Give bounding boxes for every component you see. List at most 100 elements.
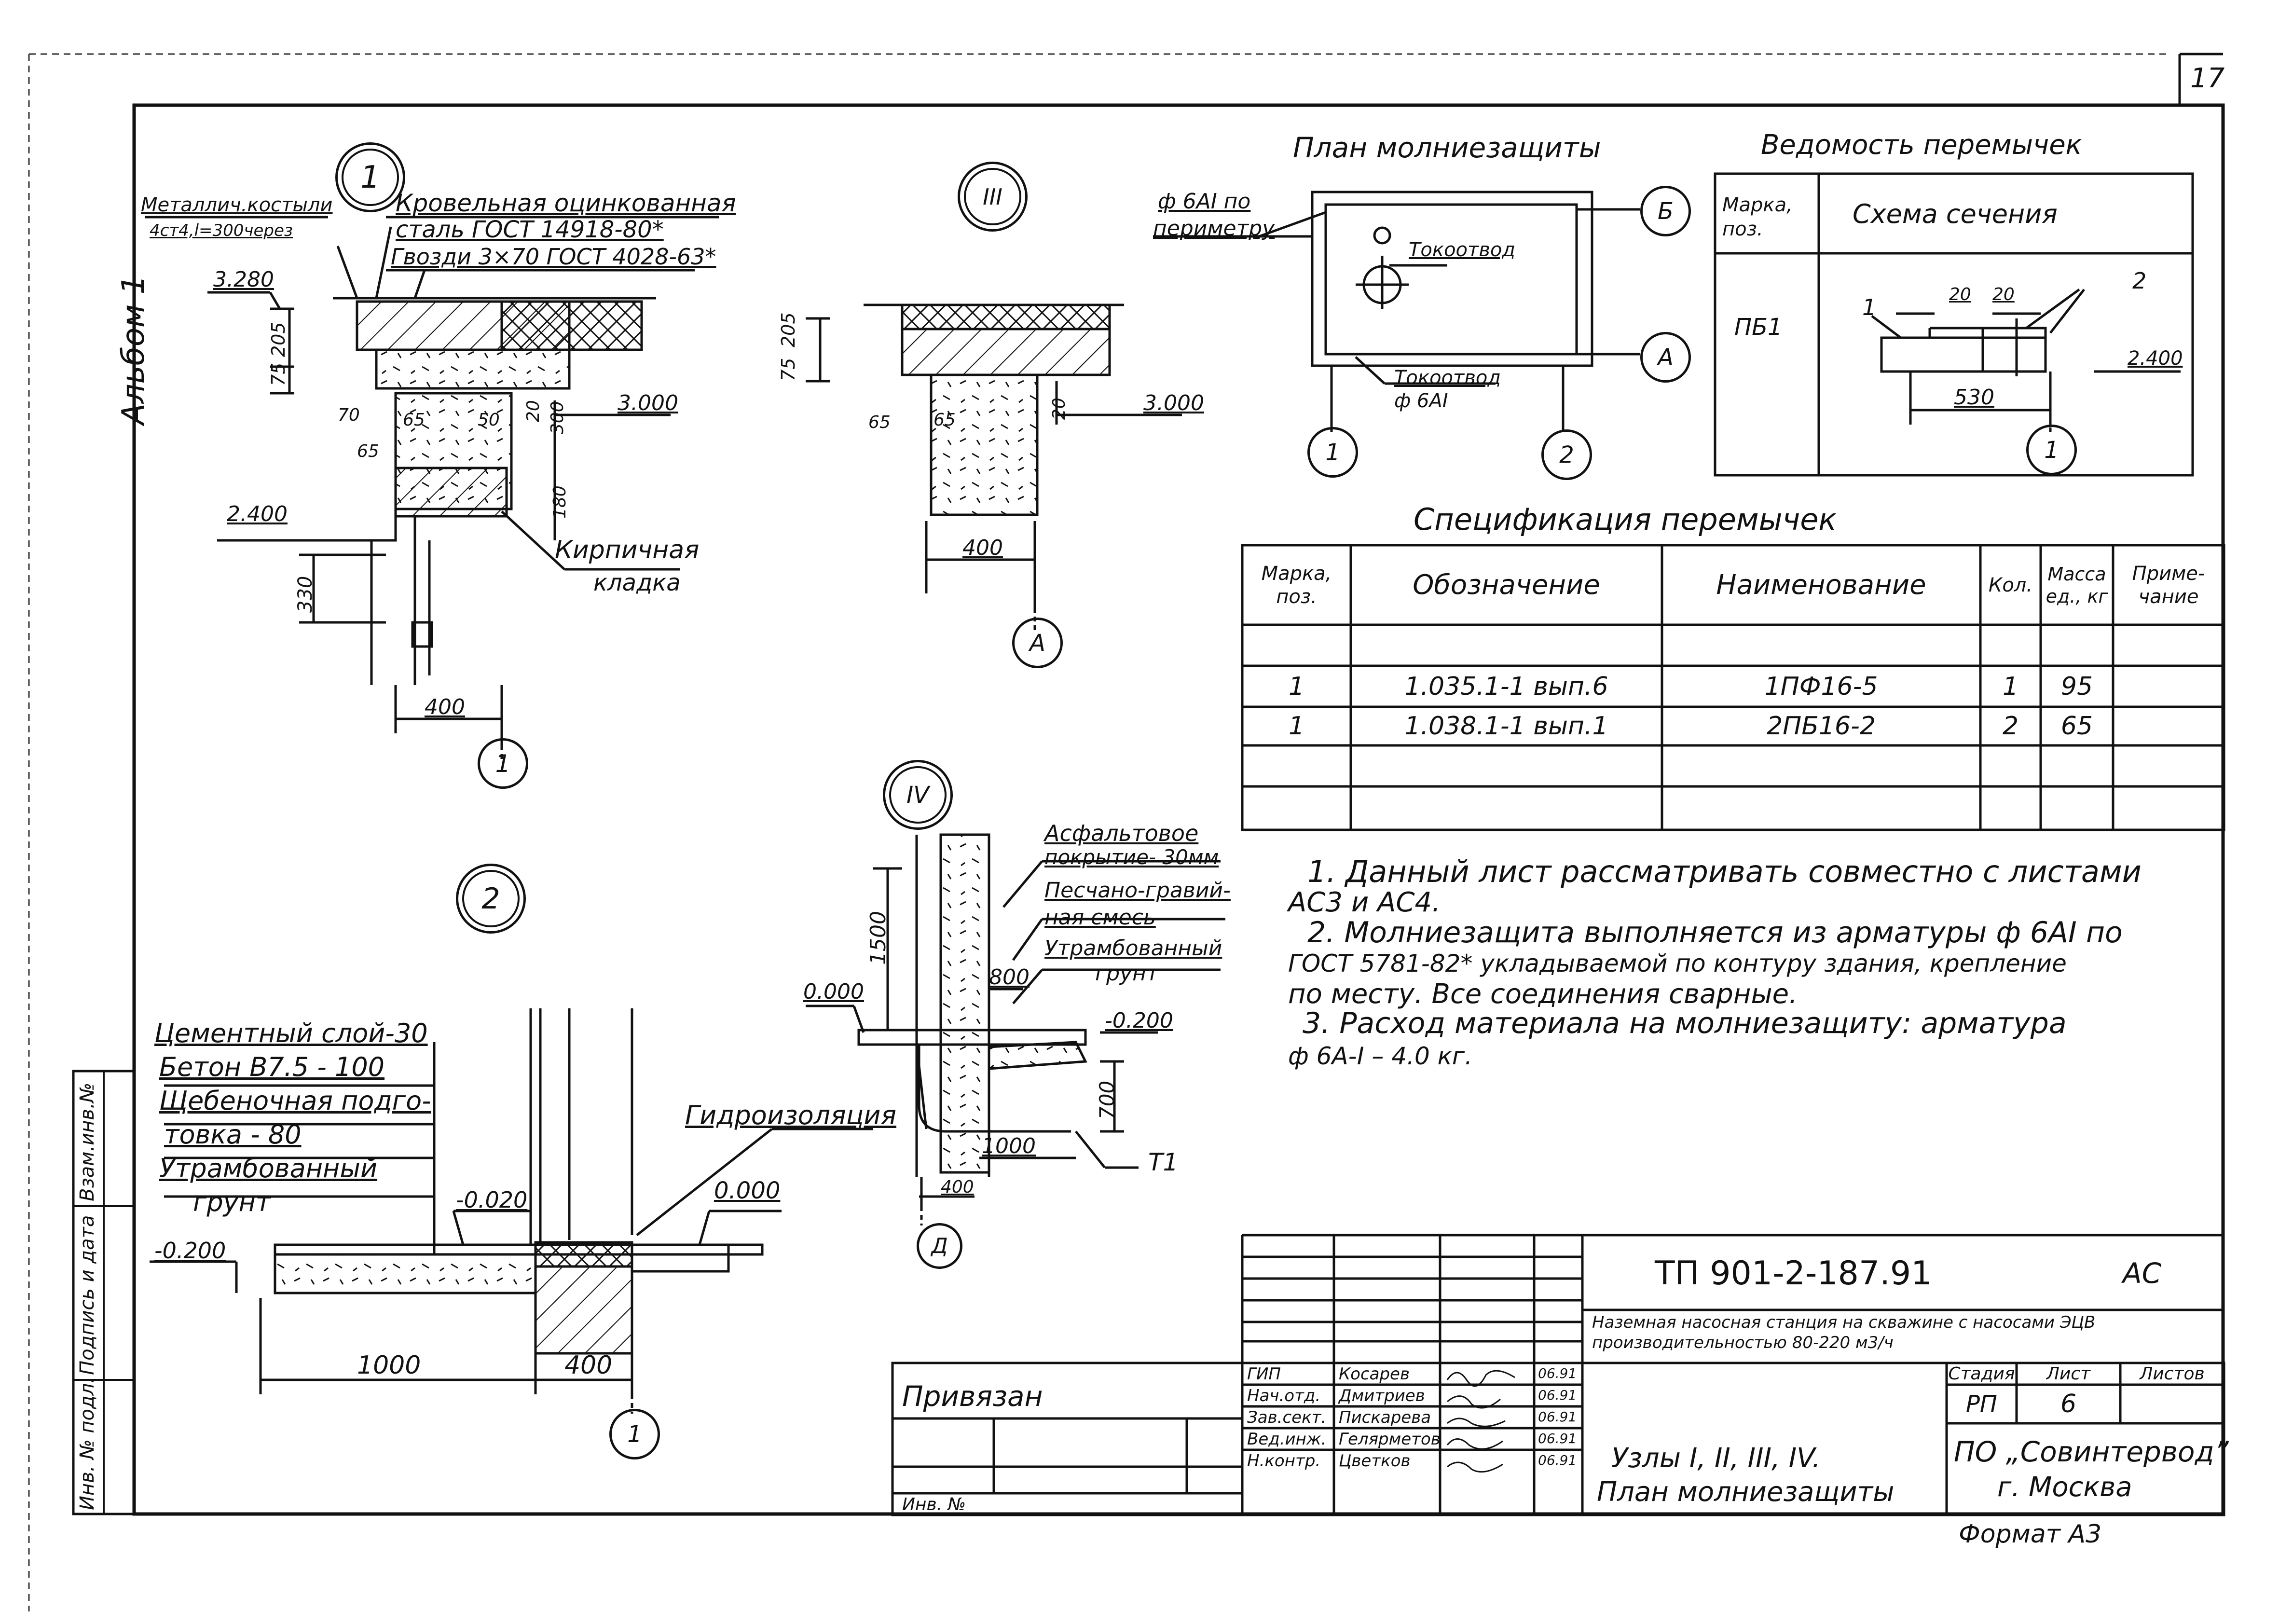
note-line-2: АС3 и АС4. [1288,887,1441,918]
node1-dim-300: 300 [548,401,567,434]
node1-dim-65a: 65 [403,410,425,430]
node3-dim-75: 75 [778,358,799,381]
spec-r1-designation: 1.035.1-1 вып.6 [1404,672,1608,701]
spec-r1-qty: 1 [2002,672,2019,701]
node1-dim-70: 70 [338,405,360,425]
tb-stage-label: Стадия [1948,1364,2015,1384]
spec-r2-designation: 1.038.1-1 вып.1 [1404,712,1608,741]
node4-dim-700: 700 [1095,1080,1119,1119]
stamp-sign-date: Подпись и дата [76,1215,98,1375]
node4-dim-400: 400 [941,1177,974,1197]
note-line-1: 1. Данный лист рассматривать совместно с… [1307,854,2142,889]
node4-elev-000: 0.000 [803,979,864,1004]
node1-label-brick2: кладка [593,569,681,596]
node4-dim-800: 800 [989,965,1030,990]
spec-title: Спецификация перемычек [1414,502,1837,537]
node3-dim-205: 205 [778,312,799,347]
tb-sheet: 6 [2060,1390,2077,1418]
plan-downlead2: Токоотвод [1394,367,1501,389]
spec-h-note: Приме- чание [2132,562,2205,608]
plan-note1: ф 6АI по [1158,189,1251,214]
node4-layer-2: покрытие- 30мм [1044,845,1219,869]
node1-label-roof2: сталь ГОСТ 14918-80* [396,216,664,243]
tb-section: АС [2123,1257,2162,1290]
node4-axis: Д [917,1223,962,1269]
node2-layer-5: Утрамбованный [159,1153,378,1184]
tb-name-2: Дмитриев [1339,1386,1425,1405]
tb-role-5: Н.контр. [1247,1451,1321,1471]
plan-downlead: Токоотвод [1409,239,1516,261]
node-4-marker: IV [883,760,953,830]
lintel-dim-20a: 20 [1949,285,1971,304]
node3-dim-65b: 65 [934,410,956,430]
lintel-list-title: Ведомость перемычек [1761,129,2082,161]
spec-h-qty: Кол. [1988,574,2033,596]
node2-dim-1000: 1000 [357,1351,421,1380]
node-2-marker: 2 [456,864,526,934]
node2-layer-3: Щебеночная подго- [159,1086,431,1116]
node2-layer-4: товка - 80 [164,1119,302,1150]
plan-note2: периметру [1153,216,1275,241]
spec-h-mark: Марка, поз. [1261,562,1332,608]
spec-r2-qty: 2 [2002,712,2019,741]
tb-inv-no: Инв. № [902,1495,966,1514]
spec-r1-mass: 95 [2060,672,2093,701]
tb-name-1: Косарев [1339,1364,1410,1384]
tb-name-4: Гелярметов [1339,1430,1441,1449]
note-line-5: по месту. Все соединения сварные. [1288,978,1798,1010]
tb-date-1: 06.91 [1538,1365,1577,1381]
node1-dim-75: 75 [268,362,289,386]
stamp-replace-inv: Взам.инв.№ [76,1082,98,1201]
node2-axis: 1 [609,1409,660,1459]
tb-role-4: Вед.инж. [1247,1430,1327,1449]
tb-date-2: 06.91 [1538,1387,1577,1403]
node4-elev-m200: -0.200 [1105,1008,1173,1033]
lintel-callout-2: 2 [2132,268,2147,294]
note-line-6: 3. Расход материала на молниезащиту: арм… [1303,1006,2067,1040]
spec-h-designation: Обозначение [1413,569,1600,601]
note-line-7: ф 6А-I – 4.0 кг. [1288,1042,1473,1070]
plan-axis-1: 1 [1307,427,1358,478]
lintel-mark: ПБ1 [1734,314,1783,341]
note-line-3: 2. Молниезащита выполняется из арматуры … [1307,916,2123,950]
spec-h-name: Наименование [1716,569,1926,601]
node4-label-t1: Т1 [1148,1148,1179,1176]
tb-date-4: 06.91 [1538,1431,1577,1446]
node1-label-roof1: Кровельная оцинкованная [396,189,736,217]
tb-project: Наземная насосная станция на скважине с … [1592,1313,2096,1352]
node2-label-waterproof: Гидроизоляция [685,1100,897,1130]
node1-label-metal: Металлич.костыли [141,194,333,216]
node1-dim-205: 205 [268,322,289,357]
album-label: Альбом 1 [116,275,151,425]
node4-layer-3: Песчано-гравий- [1044,878,1231,903]
lintel-col-mark: Марка, поз. [1722,194,1793,240]
lintel-callout-1: 1 [1862,294,1877,320]
spec-r2-mass: 65 [2060,712,2093,741]
tb-org-1: ПО „Совинтервод” [1954,1435,2229,1468]
spec-h-mass: Масса ед., кг [2046,563,2108,607]
node4-layer-4: ная смесь [1044,905,1156,930]
node3-dim-20: 20 [1049,398,1069,420]
tb-role-1: ГИП [1247,1364,1281,1384]
lintel-axis: 1 [2026,425,2077,475]
lintel-dim-20b: 20 [1992,285,2015,304]
tb-role-3: Зав.сект. [1247,1408,1327,1427]
node1-dim-50: 50 [478,410,500,430]
spec-r2-name: 2ПБ16-2 [1767,712,1876,741]
node2-elev-m200: -0.200 [154,1238,226,1264]
node-3-marker: III [958,162,1028,232]
spec-table-grid [1241,544,2225,831]
node1-dim-180: 180 [550,485,570,519]
node2-elev-000: 0.000 [714,1177,781,1204]
node-1-marker: 1 [335,142,405,212]
node1-dim-330: 330 [294,576,316,613]
title-block-grid [891,1234,2225,1516]
tb-date-5: 06.91 [1538,1452,1577,1468]
node1-label-metal2: 4ст4,l=300через [150,221,293,240]
lintel-elev: 2.400 [2128,347,2183,370]
node1-elev-mid: 3.000 [618,391,678,415]
tb-sheet-label: Лист [2046,1364,2091,1384]
tb-name-5: Цветков [1339,1451,1411,1471]
node2-layer-6: грунт [193,1187,271,1217]
